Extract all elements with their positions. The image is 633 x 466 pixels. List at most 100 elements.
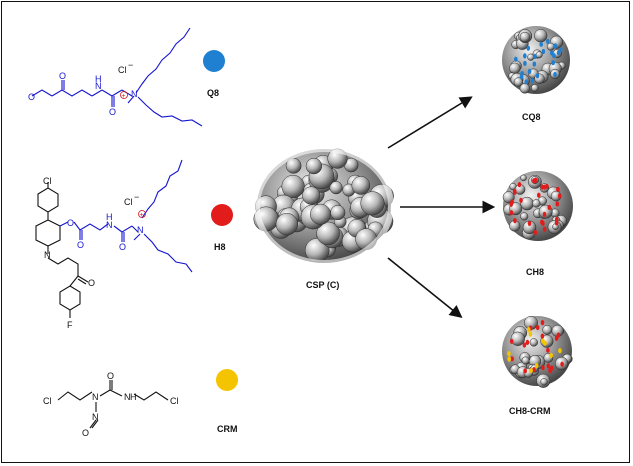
bead: [532, 199, 541, 208]
ch8-crm-label: CH8-CRM: [509, 406, 551, 416]
particle-dot: [541, 220, 545, 226]
crm-nitroso-oxygen: O: [82, 428, 89, 438]
cq8-sphere: [502, 26, 570, 94]
particle-dot: [523, 368, 527, 374]
particle-dot: [525, 339, 530, 345]
particle-dot: [513, 189, 517, 195]
h8-piperidine-nitrogen: N: [44, 250, 51, 260]
bead: [513, 77, 524, 87]
q8-oxygen-ether: O: [28, 92, 35, 102]
particle-dot: [537, 192, 541, 198]
bead: [305, 157, 323, 175]
particle-dot: [540, 320, 545, 326]
particle-dot: [523, 60, 527, 66]
particle-dot: [532, 367, 536, 373]
particle-dot: [553, 71, 557, 78]
bead: [275, 213, 299, 236]
crm-chlorine-right: Cl: [170, 396, 179, 406]
crm-nitrogen: N: [92, 392, 99, 402]
arrow-to-cq8: [387, 96, 473, 149]
crm-amide-nitrogen: N: [124, 392, 131, 402]
particle-dot: [546, 38, 550, 44]
particle-dot: [526, 327, 531, 333]
particle-dot: [552, 53, 556, 59]
h8-carbonyl-oxygen: O: [77, 240, 84, 250]
particle-dot: [519, 74, 524, 80]
h8-amide-h: H: [106, 212, 113, 222]
h8-charge-circle: [138, 210, 146, 218]
particle-dot: [509, 210, 514, 216]
bead: [310, 203, 331, 225]
h8-chloride-charge: −: [134, 192, 139, 202]
particle-dot: [527, 68, 532, 74]
particle-dot: [539, 41, 543, 47]
bead: [329, 181, 343, 195]
particle-dot: [548, 368, 552, 374]
particle-dot: [541, 365, 545, 371]
h8-ester-oxygen: O: [67, 218, 74, 228]
bead: [519, 31, 531, 43]
particle-dot: [532, 61, 537, 67]
bead: [534, 29, 548, 43]
h8-label: H8: [214, 242, 226, 252]
particle-dot: [524, 79, 529, 85]
bead: [542, 324, 553, 335]
h8-structure: Cl N O F O O N H O N + Cl −: [35, 159, 193, 330]
bead: [529, 338, 538, 347]
bead: [281, 174, 305, 199]
h8-chloride: Cl: [124, 197, 133, 207]
q8-marker: [203, 50, 225, 72]
bead: [546, 42, 555, 51]
h8-fluorine: F: [67, 320, 73, 330]
particle-dot: [545, 183, 549, 189]
bead: [360, 191, 385, 216]
particle-dot: [542, 211, 547, 217]
crm-chlorine-left: Cl: [43, 396, 52, 406]
particle-dot: [535, 73, 540, 79]
particle-dot: [546, 363, 551, 369]
particle-dot: [547, 204, 552, 211]
bead: [510, 331, 525, 346]
q8-chloride: Cl: [118, 65, 127, 75]
bead: [520, 212, 529, 221]
particle-dot: [558, 47, 563, 53]
particle-dot: [554, 335, 559, 341]
particle-dot: [553, 43, 558, 49]
cq8-bead-texture: [508, 29, 566, 94]
q8-oxygen-amide: O: [109, 107, 116, 117]
h8-marker: [211, 204, 233, 226]
particle-dot: [507, 356, 512, 362]
bead: [509, 62, 521, 74]
bead: [519, 83, 530, 94]
bead: [520, 196, 534, 211]
particle-dot: [513, 218, 517, 224]
bead: [531, 84, 539, 92]
particle-dot: [549, 352, 553, 359]
q8-amide-nitrogen: N: [95, 81, 102, 91]
particle-dot: [527, 220, 532, 226]
particle-dot: [540, 333, 545, 339]
particle-dot: [554, 216, 559, 222]
csp-sphere: [253, 146, 394, 266]
h8-amide-oxygen: O: [119, 242, 126, 252]
particle-dot: [556, 186, 560, 192]
q8-amide-h: H: [95, 74, 102, 84]
particle-dot: [534, 363, 539, 369]
particle-dot: [530, 78, 535, 84]
particle-dot: [528, 331, 533, 337]
ch8-crm-bead-texture: [509, 315, 573, 388]
bead: [535, 51, 543, 59]
h8-ketone-oxygen: O: [88, 278, 95, 288]
h8-chlorine: Cl: [43, 176, 52, 186]
bead: [302, 186, 321, 205]
particle-dot: [546, 347, 550, 353]
particle-dot: [542, 226, 547, 232]
h8-amide-nitrogen: N: [106, 220, 113, 230]
particle-dot: [510, 356, 514, 362]
particle-dot: [533, 53, 537, 60]
q8-charge-circle: [120, 91, 128, 99]
ch8-crm-particles: [507, 320, 564, 374]
arrow-to-ch8-crm: [387, 257, 463, 319]
particle-dot: [558, 348, 562, 354]
